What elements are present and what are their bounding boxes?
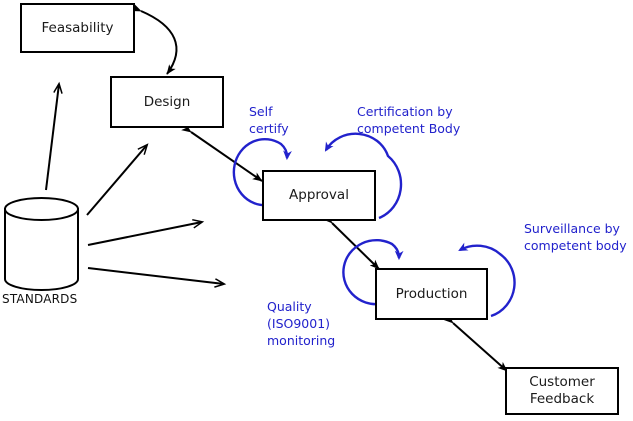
node-customer-feedback-label: Customer Feedback bbox=[529, 374, 595, 407]
flow-standards-to-production bbox=[87, 267, 224, 284]
flow-production-to-customer-feedback bbox=[443, 313, 508, 372]
standards-datastore-label-text: STANDARDS bbox=[2, 292, 78, 306]
node-approval[interactable]: Approval bbox=[262, 170, 376, 221]
label-certification-by-competent-body: Certification by competent Body bbox=[357, 104, 461, 136]
node-production[interactable]: Production bbox=[375, 268, 488, 320]
node-feasability-label: Feasability bbox=[41, 19, 114, 36]
standards-datastore-shape bbox=[4, 197, 79, 291]
flow-standards-to-feasability bbox=[45, 84, 59, 191]
node-production-label: Production bbox=[395, 285, 468, 302]
loop-certification-arrow bbox=[324, 132, 403, 220]
label-quality-iso9001-monitoring: Quality (ISO9001) monitoring bbox=[267, 299, 336, 348]
node-design[interactable]: Design bbox=[110, 76, 224, 128]
node-feasability[interactable]: Feasability bbox=[20, 3, 135, 53]
flow-design-to-feasability bbox=[130, 3, 178, 75]
standards-datastore-label: STANDARDS bbox=[2, 292, 77, 306]
loop-self-certify-arrow bbox=[232, 137, 292, 207]
flow-design-to-approval bbox=[181, 123, 263, 182]
flow-standards-to-design bbox=[86, 145, 147, 216]
node-approval-label: Approval bbox=[289, 187, 349, 204]
flow-standards-to-approval bbox=[87, 222, 202, 246]
label-surveillance-by-competent-body: Surveillance by competent body bbox=[524, 221, 627, 253]
loop-quality-monitoring-arrow bbox=[342, 239, 404, 306]
loop-surveillance-arrow bbox=[458, 242, 516, 318]
label-self-certify: Self certify bbox=[249, 104, 289, 136]
node-design-label: Design bbox=[143, 93, 191, 110]
node-customer-feedback[interactable]: Customer Feedback bbox=[505, 367, 619, 415]
